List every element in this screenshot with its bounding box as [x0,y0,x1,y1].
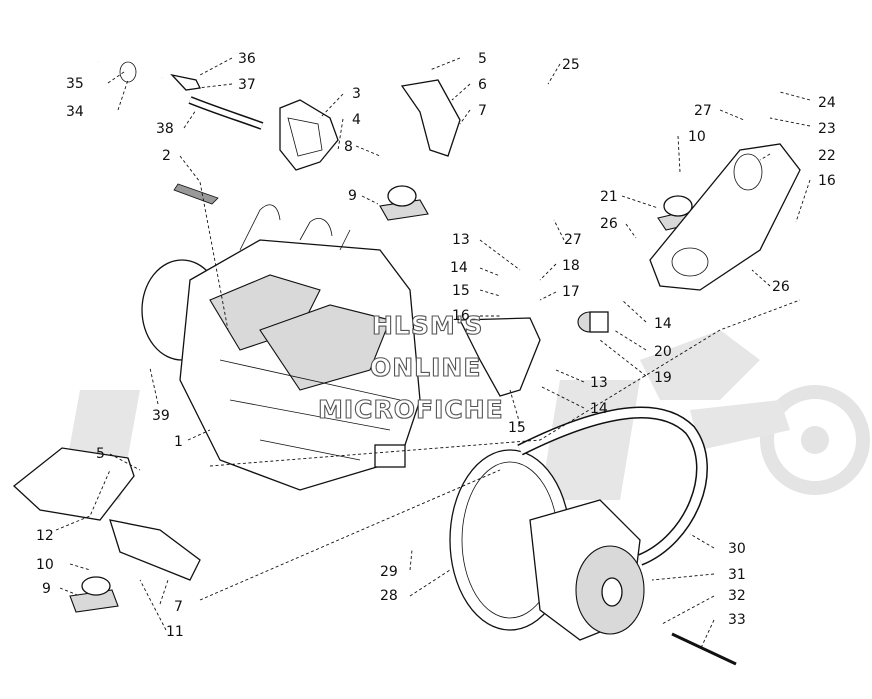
engine-assembly-1 [141,204,421,491]
callout-37: 37 [238,77,256,93]
cover-plate-3 [279,99,339,171]
hose-38 [188,96,264,130]
rubber-mount-9-top [379,185,429,221]
callout-10-top: 10 [688,129,706,145]
callout-29: 29 [380,564,398,580]
drive-clutch-assembly [449,449,645,641]
callout-13-top: 13 [452,232,470,248]
hose-34-35 [97,60,164,83]
callout-34: 34 [66,104,84,120]
callout-6: 6 [478,77,487,93]
callout-10-bottom: 10 [36,557,54,573]
callout-23: 23 [818,121,836,137]
watermark-line-3: MICROFICHE [318,395,504,424]
callout-3: 3 [352,86,361,102]
gasket-2 [173,183,219,205]
callout-15-top: 15 [452,283,470,299]
callout-17: 17 [562,284,580,300]
callout-2: 2 [162,148,171,164]
callout-7-bottom: 7 [174,599,183,615]
callout-14-right: 14 [654,316,672,332]
callout-labels: 1 2 3 4 5 6 7 8 9 10 11 12 13 14 15 16 1… [36,51,836,640]
bracket-17 [458,317,541,397]
watermark-text: HLSM'S ONLINE MICROFICHE [317,310,504,424]
callout-25: 25 [562,57,580,73]
callout-26-mid: 26 [600,216,618,232]
callout-38: 38 [156,121,174,137]
callout-1: 1 [174,434,183,450]
callout-5-bottom: 5 [96,446,105,462]
callout-9-top: 9 [348,188,357,204]
callout-16-left: 16 [452,308,470,324]
callout-39: 39 [152,408,170,424]
callout-15-bottom: 15 [508,420,526,436]
callout-11: 11 [166,624,184,640]
callout-19: 19 [654,370,672,386]
spacer-19-20 [577,311,609,333]
callout-12: 12 [36,528,54,544]
callout-7-top: 7 [478,103,487,119]
callout-35: 35 [66,76,84,92]
callout-14-top: 14 [450,260,468,276]
rubber-mount-9-bottom [69,576,119,613]
callout-13-bottom: 13 [590,375,608,391]
callout-24: 24 [818,95,836,111]
bolt-33 [671,632,737,666]
callout-26-bottom: 26 [772,279,790,295]
callout-18: 18 [562,258,580,274]
callout-16-right: 16 [818,173,836,189]
callout-27-mid: 27 [564,232,582,248]
callout-33: 33 [728,612,746,628]
callout-21: 21 [600,189,618,205]
callout-27-top: 27 [694,103,712,119]
watermark-line-1: HLSM'S [372,311,483,340]
callout-31: 31 [728,567,746,583]
callout-28: 28 [380,588,398,604]
leader-lines [55,57,811,651]
callout-4: 4 [352,112,361,128]
callout-5-top: 5 [478,51,487,67]
mount-bracket-6 [400,79,461,157]
callout-22: 22 [818,148,836,164]
fitting-36-37 [170,73,201,91]
callout-30: 30 [728,541,746,557]
drive-belt-30 [517,406,708,566]
callout-20: 20 [654,344,672,360]
watermark-line-2: ONLINE [370,353,481,382]
callout-32: 32 [728,588,746,604]
rear-bracket-22 [649,143,801,291]
callout-14-bottom: 14 [590,401,608,417]
callout-8: 8 [344,139,353,155]
callout-36: 36 [238,51,256,67]
front-bracket-12 [13,447,201,581]
callout-9-bottom: 9 [42,581,51,597]
